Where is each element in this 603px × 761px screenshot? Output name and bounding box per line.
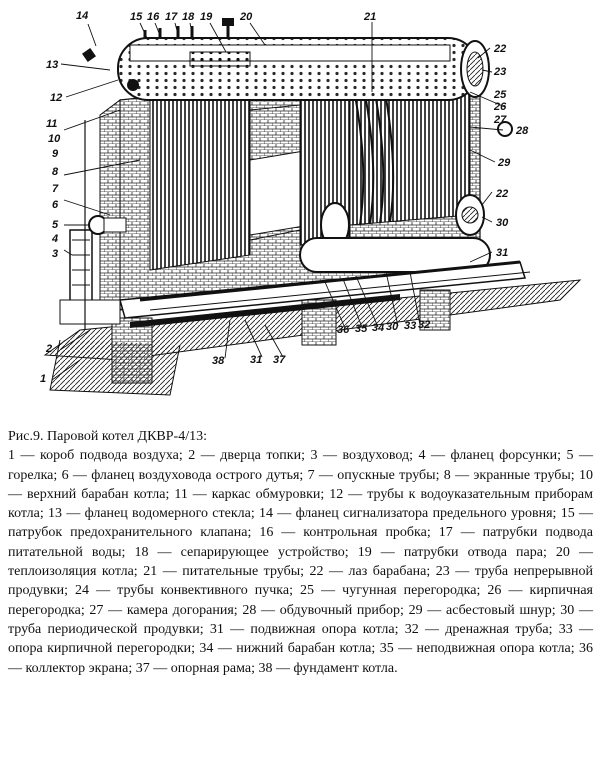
callout-14: 14 bbox=[76, 10, 88, 22]
callout-22-bottom: 22 bbox=[495, 188, 508, 200]
callout-2: 2 bbox=[45, 343, 52, 355]
callout-33: 33 bbox=[404, 320, 416, 332]
callout-labels: 14 15 16 17 18 19 20 21 13 12 11 10 9 8 … bbox=[40, 10, 529, 385]
callout-37: 37 bbox=[273, 354, 286, 366]
callout-20: 20 bbox=[239, 11, 253, 23]
callout-6: 6 bbox=[52, 199, 59, 211]
burner-front bbox=[59, 120, 127, 330]
callout-28: 28 bbox=[515, 125, 529, 137]
callout-34: 34 bbox=[372, 322, 384, 334]
convective-bundle bbox=[320, 84, 471, 248]
callout-38: 38 bbox=[212, 355, 225, 367]
callout-8: 8 bbox=[52, 166, 59, 178]
callout-4: 4 bbox=[51, 233, 58, 245]
callout-25: 25 bbox=[493, 89, 507, 101]
support-frame bbox=[119, 260, 531, 328]
callout-23: 23 bbox=[493, 66, 506, 78]
lower-drum bbox=[299, 121, 513, 273]
callout-9: 9 bbox=[52, 148, 59, 160]
callout-12: 12 bbox=[50, 92, 62, 104]
callout-26: 26 bbox=[493, 101, 507, 113]
callout-3: 3 bbox=[52, 248, 58, 260]
callout-27: 27 bbox=[493, 114, 507, 126]
callout-22-top: 22 bbox=[493, 43, 506, 55]
callout-19: 19 bbox=[200, 11, 213, 23]
boiler-diagram: 14 15 16 17 18 19 20 21 13 12 11 10 9 8 … bbox=[40, 10, 582, 396]
callout-31-bottom: 31 bbox=[250, 354, 262, 366]
callout-35: 35 bbox=[355, 323, 368, 335]
callout-7: 7 bbox=[52, 183, 59, 195]
callout-15: 15 bbox=[130, 11, 143, 23]
callout-10: 10 bbox=[48, 133, 61, 145]
callout-36: 36 bbox=[337, 324, 350, 336]
callout-30: 30 bbox=[496, 217, 509, 229]
callout-31-right: 31 bbox=[496, 247, 508, 259]
callout-32: 32 bbox=[418, 319, 430, 331]
callout-30-bottom: 30 bbox=[386, 321, 399, 333]
callout-13: 13 bbox=[46, 59, 58, 71]
callout-18: 18 bbox=[182, 11, 195, 23]
callout-5: 5 bbox=[52, 219, 59, 231]
callout-1: 1 bbox=[40, 373, 46, 385]
callout-16: 16 bbox=[147, 11, 160, 23]
foundation bbox=[43, 279, 582, 396]
callout-17: 17 bbox=[165, 11, 178, 23]
caption-title: Рис.9. Паровой котел ДКВР-4/13: bbox=[8, 429, 208, 444]
leader-lines bbox=[51, 22, 506, 381]
caption-legend: 1 — короб подвода воздуха; 2 — дверца то… bbox=[8, 448, 593, 676]
figure-caption: Рис.9. Паровой котел ДКВР-4/13: 1 — коро… bbox=[8, 427, 593, 678]
callout-29: 29 bbox=[497, 157, 511, 169]
upper-drum bbox=[82, 18, 490, 101]
callout-21: 21 bbox=[363, 11, 376, 23]
callout-11: 11 bbox=[46, 118, 57, 130]
